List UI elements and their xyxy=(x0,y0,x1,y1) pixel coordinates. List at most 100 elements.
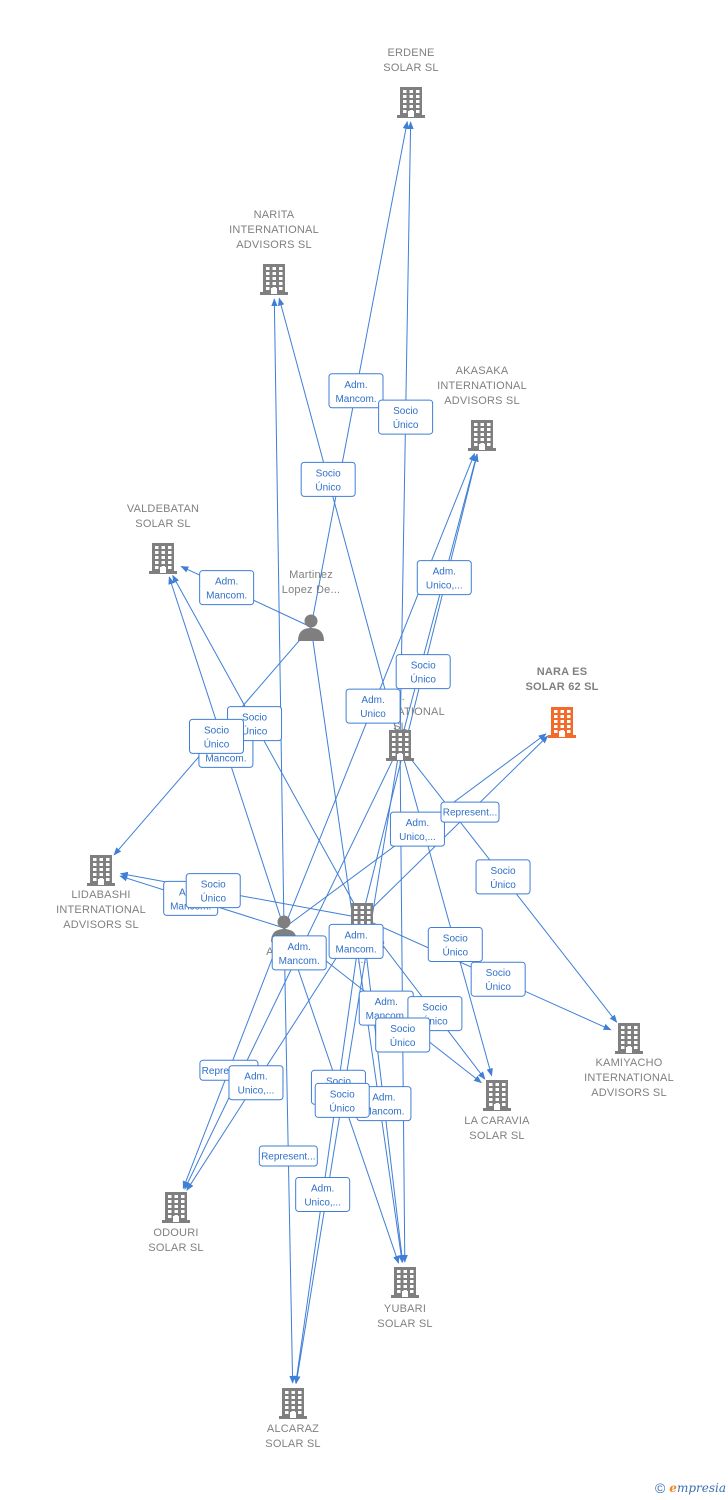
building-window xyxy=(266,277,270,280)
edge-label-box xyxy=(189,718,244,754)
building-window xyxy=(634,1046,638,1049)
edge-label-text: Unico,... xyxy=(399,832,436,843)
building-window xyxy=(354,911,358,914)
edge-label-text: Único xyxy=(485,980,511,993)
building-door xyxy=(626,1047,632,1053)
building-window xyxy=(392,753,396,756)
edge-label-text: Socio xyxy=(316,468,341,479)
edge-label-text: Único xyxy=(490,878,516,891)
edge-label-text: Único xyxy=(200,892,226,905)
building-window xyxy=(480,428,484,431)
building-window xyxy=(93,873,97,876)
edge-label-acon-alcaraz[interactable]: Represent... xyxy=(258,1145,318,1167)
building-window xyxy=(174,1205,178,1208)
node-label-odouri: ODOURI xyxy=(153,1227,198,1239)
edge-label-mid-alcaraz[interactable]: Adm.Unico,... xyxy=(295,1176,351,1212)
building-window xyxy=(487,423,491,426)
building-window xyxy=(567,715,571,718)
building-window xyxy=(168,1195,172,1198)
building-window xyxy=(106,868,110,871)
edge-label-international-akasaka[interactable]: Adm.Unico,... xyxy=(416,560,472,596)
building-window xyxy=(405,748,409,751)
building-window xyxy=(409,100,413,103)
edge-label-acon-lacaravia[interactable]: Adm.Mancom. xyxy=(358,990,414,1026)
edge-label-mid-odouri[interactable]: Adm.Unico,... xyxy=(228,1065,284,1101)
building-window xyxy=(554,730,558,733)
edge-label-acon-nara[interactable]: Adm.Unico,... xyxy=(389,811,445,847)
building-window xyxy=(621,1036,625,1039)
building-window xyxy=(560,725,564,728)
edge-label-box xyxy=(258,1145,318,1167)
edge-label-martinez-yubari[interactable]: Adm.Mancom. xyxy=(328,923,384,959)
empresia-logo[interactable]: empresia xyxy=(669,1481,726,1495)
building-window xyxy=(474,438,478,441)
building-window xyxy=(285,1391,289,1394)
building-door xyxy=(402,1291,408,1297)
edge-label-acon-akasaka[interactable]: Adm.Unico xyxy=(345,688,401,724)
building-window xyxy=(474,423,478,426)
building-window xyxy=(502,1103,506,1106)
building-window xyxy=(93,863,97,866)
building-window xyxy=(181,1200,185,1203)
building-window xyxy=(266,267,270,270)
edge-label-text: Único xyxy=(242,725,268,738)
building-window xyxy=(397,1280,401,1283)
edge-label-text: Único xyxy=(410,673,436,686)
building-window xyxy=(403,1275,407,1278)
node-label-narita: INTERNATIONAL xyxy=(229,224,319,236)
edge-label-martinez-valdebatan[interactable]: Adm.Mancom. xyxy=(199,570,255,606)
edge-acon-narita xyxy=(271,298,285,929)
edge-label-text: Socio xyxy=(422,1003,447,1014)
building-window xyxy=(354,921,358,924)
node-label-lidabashi: INTERNATIONAL xyxy=(56,904,146,916)
building-window xyxy=(93,868,97,871)
edge-label-text: Único xyxy=(315,480,341,493)
node-label-nara: NARA ES xyxy=(537,666,588,678)
building-window xyxy=(567,720,571,723)
building-window xyxy=(621,1041,625,1044)
building-window xyxy=(560,720,564,723)
edge-label-text: Unico,... xyxy=(426,581,463,592)
building-window xyxy=(397,1270,401,1273)
building-window xyxy=(106,878,110,881)
edge-label-text: Socio xyxy=(443,934,468,945)
building-window xyxy=(398,743,402,746)
building-window xyxy=(487,438,491,441)
building-window xyxy=(168,1210,172,1213)
building-window xyxy=(168,546,172,549)
building-door xyxy=(173,1216,179,1222)
building-window xyxy=(168,1215,172,1218)
edge-label-international-odouri[interactable]: Adm.Mancom. xyxy=(271,935,327,971)
building-window xyxy=(360,906,364,909)
building-window xyxy=(405,733,409,736)
building-window xyxy=(174,1200,178,1203)
edge-label-martinez-erdene[interactable]: Adm.Mancom. xyxy=(328,373,384,409)
building-window xyxy=(474,433,478,436)
edge-label-mid-nara[interactable]: Represent... xyxy=(440,801,500,823)
building-window xyxy=(392,733,396,736)
building-window xyxy=(403,105,407,108)
